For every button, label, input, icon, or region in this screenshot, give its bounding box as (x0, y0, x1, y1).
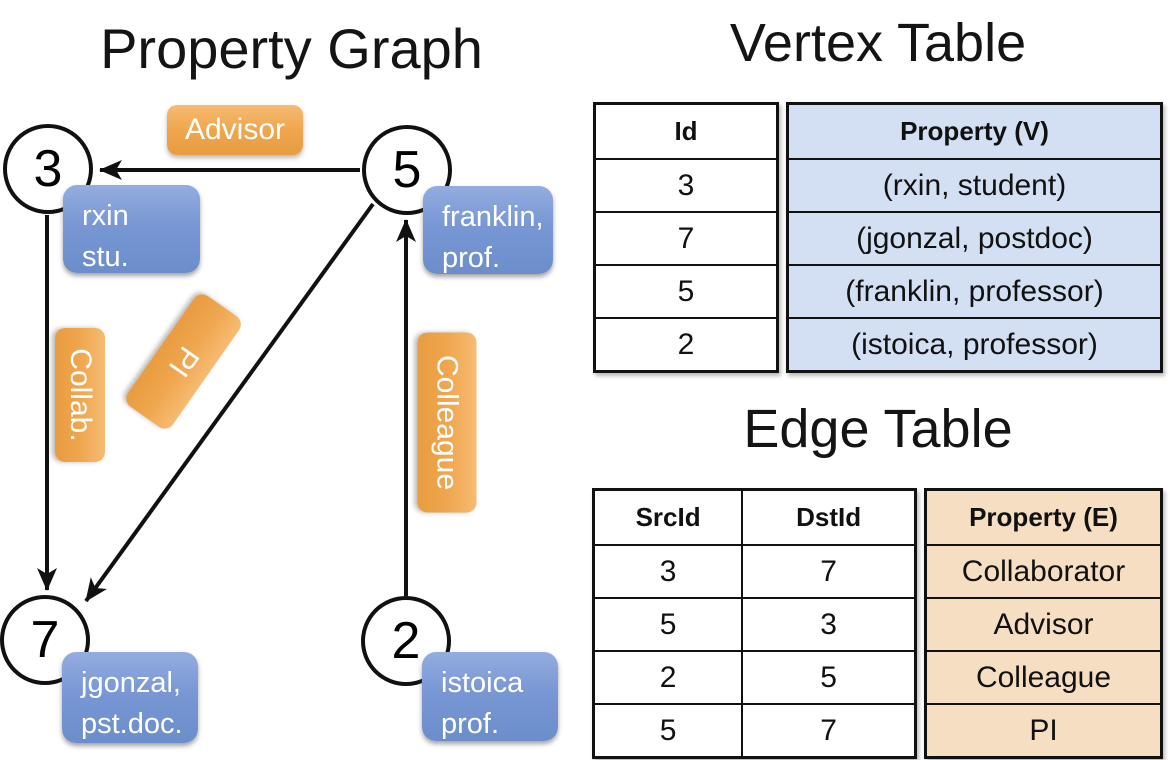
edge-table-property-header: Property (E) (969, 502, 1118, 532)
table-row: Advisor (927, 597, 1160, 650)
vertex-prop-line: prof. (442, 241, 501, 274)
srcid-cell: 2 (659, 660, 677, 694)
table-row: 2 5 (595, 650, 914, 703)
edge-label-colleague: Colleague (417, 332, 477, 513)
table-row: 5 7 (595, 703, 914, 756)
node-id: 3 (33, 140, 63, 198)
table-row: Colleague (927, 650, 1160, 703)
graph-title: Property Graph (100, 17, 483, 80)
vertex-prop-line: jgonzal, (81, 667, 181, 699)
edge-table-title: Edge Table (743, 399, 1013, 459)
edge-table-srcid-header: SrcId (635, 502, 701, 532)
table-row: (franklin, professor) (789, 264, 1160, 317)
graph-node-5: 5 (362, 125, 452, 215)
edge-label-text: Collab. (64, 348, 97, 442)
node-id: 2 (391, 612, 421, 670)
edge-label-text: PI (162, 340, 206, 383)
table-row: 5 (596, 264, 776, 317)
table-row: (jgonzal, postdoc) (789, 211, 1160, 264)
edge-label-text: Colleague (431, 354, 464, 491)
dstid-cell: 7 (741, 546, 914, 597)
table-row: 3 7 (595, 544, 914, 597)
edge-label-advisor: Advisor (167, 105, 303, 155)
vertex-prop-line: prof. (441, 707, 500, 740)
graph-edges (37, 160, 416, 603)
table-row: (istoica, professor) (789, 317, 1160, 370)
vertex-prop-line: stu. (82, 240, 129, 273)
node-id: 7 (30, 611, 60, 669)
vertex-table-id-column: Id 3 7 5 2 (593, 102, 779, 373)
vertex-prop-line: franklin, (442, 201, 544, 233)
table-row: 7 (596, 211, 776, 264)
vertex-prop-line: pst.doc. (81, 707, 183, 740)
edge-label-text: Advisor (184, 113, 286, 146)
edge-label-collab: Collab. (55, 328, 105, 462)
table-row: 3 (596, 158, 776, 211)
graph-node-2: 2 (361, 596, 451, 686)
graph-panel: 3 5 7 2 Advisor Collab. PI Colleague rxi… (0, 0, 583, 760)
vertex-property-box-7: jgonzal, pst.doc. (62, 652, 198, 743)
table-row: (rxin, student) (789, 158, 1160, 211)
srcid-cell: 5 (659, 607, 677, 641)
vertex-property-box-2: istoica prof. (422, 652, 558, 741)
edge-table-dstid-header: DstId (741, 491, 914, 544)
vertex-table-property-column: Property (V) (rxin, student) (jgonzal, p… (786, 102, 1163, 373)
table-row: 2 (596, 317, 776, 370)
vertex-table-property-header: Property (V) (900, 116, 1049, 146)
vertex-prop-line: rxin (82, 200, 129, 232)
vertex-property-box-3: rxin stu. (63, 185, 200, 273)
table-row: 5 3 (595, 597, 914, 650)
vertex-table-id-header: Id (674, 116, 698, 146)
dstid-cell: 7 (741, 705, 914, 756)
vertex-prop-line: istoica (441, 667, 524, 699)
edge-table-id-columns: SrcId DstId 3 7 5 3 2 5 5 7 (592, 488, 917, 759)
srcid-cell: 5 (659, 713, 677, 747)
edge-table-property-column: Property (E) Collaborator Advisor Collea… (924, 488, 1163, 759)
node-id: 5 (392, 141, 422, 199)
vertex-table-title: Vertex Table (729, 13, 1027, 73)
edge-pi-arrow (84, 202, 375, 603)
dstid-cell: 5 (741, 652, 914, 703)
dstid-cell: 3 (741, 599, 914, 650)
table-row: Collaborator (927, 544, 1160, 597)
srcid-cell: 3 (659, 554, 677, 588)
edge-table-id-headers: SrcId DstId (595, 491, 914, 544)
vertex-property-box-5: franklin, prof. (423, 186, 553, 274)
table-row: PI (927, 703, 1160, 756)
